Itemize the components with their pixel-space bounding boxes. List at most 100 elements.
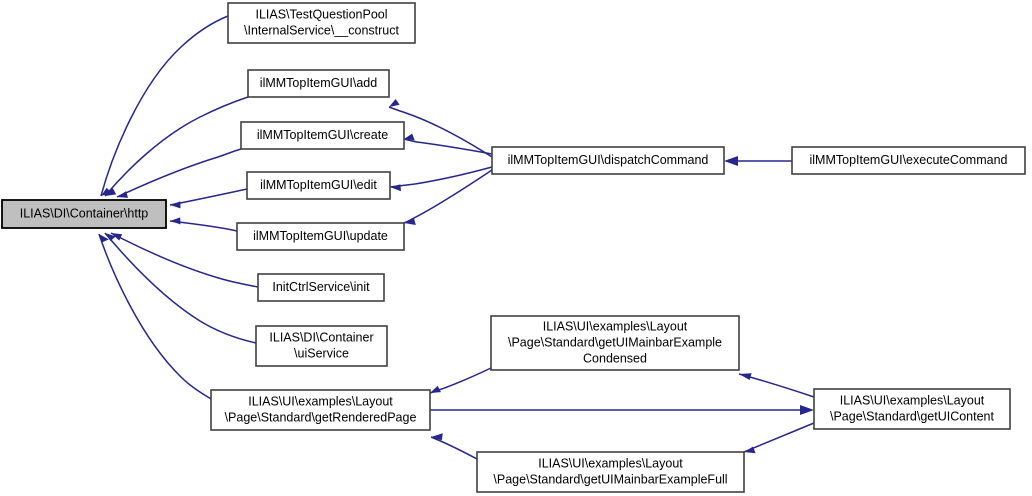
edge-init-http-arrowhead-icon <box>111 233 123 241</box>
edge-dispatch-add-line <box>388 106 493 158</box>
edge-getrenderedpage-http-line <box>98 233 212 400</box>
graph-node-getrenderedpage-box[interactable] <box>210 389 431 431</box>
graph-node-getuimainbarexamplecondensed-label-line-2: Condensed <box>583 351 647 365</box>
graph-node-container-uiservice-label-line-1: \uiService <box>294 346 349 360</box>
edge-getrenderedpage-http <box>98 233 212 400</box>
edge-getuicontent-getrendered-arrowhead-icon <box>800 405 814 415</box>
edge-edit-http-arrowhead-icon <box>170 201 181 209</box>
edge-condensed-getrendered-arrowhead-icon <box>430 385 441 393</box>
graph-node-container-uiservice-label-line-0: ILIAS\DI\Container <box>269 330 373 344</box>
edge-add-http-line <box>104 96 249 197</box>
edge-condensed-getrendered <box>429 367 492 394</box>
edge-edit-http <box>169 188 248 209</box>
edge-dispatch-update <box>403 169 493 225</box>
graph-node-getuicontent-label-line-1: \Page\Standard\getUIContent <box>830 409 995 423</box>
edge-getrenderedpage-http-arrowhead-icon <box>99 234 109 243</box>
graph-node-getuimainbarexamplefull-label-line-1: \Page\Standard\getUIMainbarExampleFull <box>493 472 727 486</box>
edge-full-getuicontent <box>743 422 815 454</box>
graph-node-update-label-line-0: ilMMTopItemGUI\update <box>253 229 388 243</box>
edge-init-http-line <box>110 232 259 288</box>
edge-update-http-arrowhead-icon <box>170 217 181 225</box>
edge-dispatch-add <box>388 99 493 158</box>
graph-node-container-uiservice-box[interactable] <box>255 325 388 367</box>
edge-dispatch-update-arrowhead-icon <box>404 218 416 225</box>
graph-node-testquestionpool-construct-label-line-0: ILIAS\TestQuestionPool <box>255 7 387 21</box>
edge-construct-http <box>100 15 229 197</box>
edge-create-http-arrowhead-icon <box>117 191 128 198</box>
edges-layer <box>98 15 815 460</box>
edge-construct-http-line <box>100 15 229 197</box>
edge-dispatch-edit-arrowhead-icon <box>390 184 401 192</box>
graph-node-getuimainbarexamplefull[interactable]: ILIAS\UI\examples\Layout \Page\Standard\g… <box>476 451 745 493</box>
graph-node-create-box[interactable] <box>240 121 405 150</box>
graph-node-getuimainbarexamplefull-label-line-0: ILIAS\UI\examples\Layout <box>538 456 683 470</box>
graph-node-getuicontent-label-line-0: ILIAS\UI\examples\Layout <box>840 393 985 407</box>
edge-construct-http-arrowhead-icon <box>101 187 112 196</box>
graph-node-create[interactable]: ilMMTopItemGUI\create <box>240 121 405 150</box>
graph-node-getuimainbarexamplecondensed-label-line-0: ILIAS\UI\examples\Layout <box>543 319 688 333</box>
edge-dispatch-create-arrowhead-icon <box>404 133 415 141</box>
graph-node-getrenderedpage[interactable]: ILIAS\UI\examples\Layout \Page\Standard\g… <box>210 389 431 431</box>
edge-edit-http-line <box>169 188 248 206</box>
graph-node-edit-box[interactable] <box>246 171 391 200</box>
edge-full-getrendered <box>430 433 478 460</box>
edge-uiservice-http-line <box>104 232 257 344</box>
edge-dispatch-create-line <box>403 138 493 155</box>
graph-node-getuimainbarexamplecondensed[interactable]: ILIAS\UI\examples\Layout \Page\Standard\g… <box>490 315 740 371</box>
graph-node-edit-label-line-0: ilMMTopItemGUI\edit <box>260 178 377 192</box>
edge-dispatch-edit <box>389 166 493 192</box>
edge-uiservice-http-arrowhead-icon <box>105 233 116 241</box>
edge-execute-dispatch <box>724 156 792 166</box>
edge-create-http <box>116 148 242 198</box>
graph-node-getrenderedpage-label-line-0: ILIAS\UI\examples\Layout <box>248 394 393 408</box>
graph-node-http[interactable]: ILIAS\DI\Container\http <box>1 199 167 229</box>
graph-node-executecommand-box[interactable] <box>791 146 1026 175</box>
edge-uiservice-http <box>104 232 257 344</box>
graph-node-getuimainbarexamplefull-box[interactable] <box>476 451 745 493</box>
graph-node-testquestionpool-construct[interactable]: ILIAS\TestQuestionPool \InternalService\_… <box>227 2 416 44</box>
graph-node-executecommand-label-line-0: ilMMTopItemGUI\executeCommand <box>810 153 1008 167</box>
edge-add-http <box>104 96 249 197</box>
graph-node-getrenderedpage-label-line-1: \Page\Standard\getRenderedPage <box>225 410 417 424</box>
graph-node-initctrlservice-init-box[interactable] <box>257 273 385 302</box>
edge-update-http <box>169 217 238 232</box>
edge-dispatch-add-arrowhead-icon <box>389 99 400 107</box>
graph-node-update-box[interactable] <box>236 222 405 251</box>
graph-node-getuicontent-box[interactable] <box>813 388 1011 430</box>
edge-init-http <box>110 232 259 288</box>
graph-node-initctrlservice-init[interactable]: InitCtrlService\init <box>257 273 385 302</box>
graph-node-http-label-line-0: ILIAS\DI\Container\http <box>20 206 149 220</box>
graph-node-add[interactable]: ilMMTopItemGUI\add <box>247 69 390 98</box>
edge-dispatch-edit-line <box>389 166 493 188</box>
graph-node-container-uiservice[interactable]: ILIAS\DI\Container \uiService <box>255 325 388 367</box>
graph-node-http-box[interactable] <box>1 199 167 229</box>
edge-full-getrendered-arrowhead-icon <box>431 433 443 441</box>
edge-getuicontent-getrendered <box>430 405 814 415</box>
graph-node-update[interactable]: ilMMTopItemGUI\update <box>236 222 405 251</box>
graph-node-edit[interactable]: ilMMTopItemGUI\edit <box>246 171 391 200</box>
edge-execute-dispatch-arrowhead-icon <box>724 156 738 166</box>
edge-full-getuicontent-arrowhead-icon <box>744 446 756 454</box>
graph-node-testquestionpool-construct-label-line-1: \InternalService\__construct <box>244 23 399 37</box>
graph-node-executecommand[interactable]: ilMMTopItemGUI\executeCommand <box>791 146 1026 175</box>
edge-getuicontent-condensed-arrowhead-icon <box>739 373 752 380</box>
edge-dispatch-create <box>403 133 493 155</box>
edge-full-getrendered-line <box>430 436 478 460</box>
graph-node-add-box[interactable] <box>247 69 390 98</box>
graph-node-getuimainbarexamplecondensed-box[interactable] <box>490 315 740 371</box>
edge-getuicontent-condensed <box>738 373 815 398</box>
graph-node-initctrlservice-init-label-line-0: InitCtrlService\init <box>272 280 370 294</box>
graph-node-create-label-line-0: ilMMTopItemGUI\create <box>257 128 388 142</box>
edge-full-getuicontent-line <box>743 422 815 453</box>
graph-node-getuicontent[interactable]: ILIAS\UI\examples\Layout \Page\Standard\g… <box>813 388 1011 430</box>
graph-node-getuimainbarexamplecondensed-label-line-1: \Page\Standard\getUIMainbarExample <box>508 335 722 349</box>
edge-create-http-line <box>116 148 242 198</box>
graph-node-dispatchcommand-box[interactable] <box>491 146 725 175</box>
graph-node-add-label-line-0: ilMMTopItemGUI\add <box>260 76 377 90</box>
graph-node-testquestionpool-construct-box[interactable] <box>227 2 416 44</box>
edge-add-http-arrowhead-icon <box>105 188 117 196</box>
graph-node-dispatchcommand[interactable]: ilMMTopItemGUI\dispatchCommand <box>491 146 725 175</box>
